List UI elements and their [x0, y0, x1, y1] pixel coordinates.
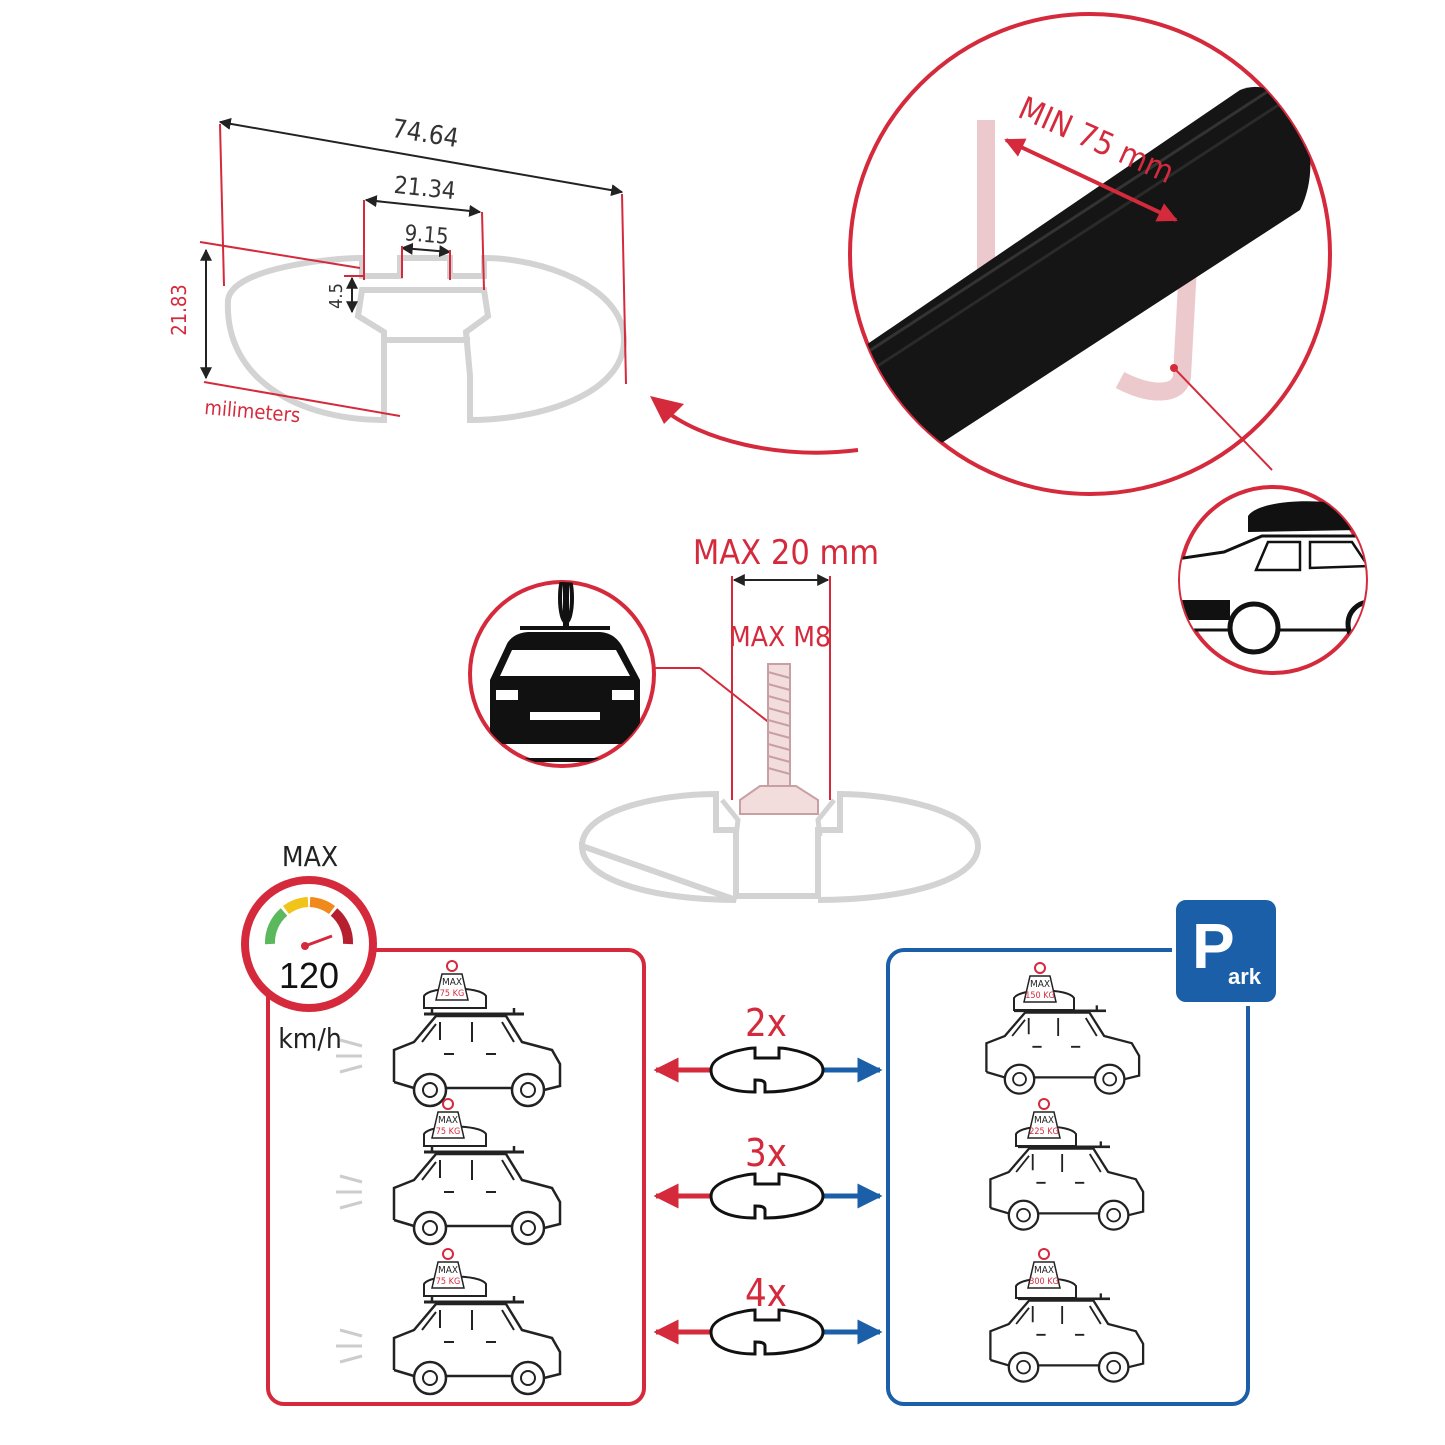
speed-value: 120: [279, 955, 339, 996]
driving-panel: MAX 120 km/h MAX 75 KG MAX 75 KG: [241, 840, 646, 1406]
bar-count-row-3: 4x: [653, 1271, 883, 1356]
bolt-profile: [578, 790, 982, 903]
dim-slot-depth: 4.5: [326, 283, 347, 309]
max-width-label: MAX 20 mm: [693, 533, 879, 573]
drive-weight-max-3: MAX: [438, 1265, 458, 1276]
roof-box: [1248, 501, 1358, 532]
profile-drawing: 74.64 21.34 9.15 4.5 21.83 milimeters: [167, 114, 628, 427]
drive-weight-max-2: MAX: [438, 1115, 458, 1126]
parked-row-2: MAX 225 KG: [989, 1098, 1145, 1231]
bar-count-row-1: 2x: [653, 1001, 883, 1094]
dim-width: 74.64: [390, 114, 461, 154]
bar-count-column: 2x 3x 4x: [653, 1001, 883, 1356]
parked-panel: P ark MAX 150 KG MAX 225 KG MAX 300 KG: [886, 896, 1280, 1406]
bar-count-2: 3x: [745, 1131, 787, 1175]
suv-callout: [1178, 485, 1368, 675]
bar-to-profile-arrow: [660, 406, 859, 455]
bar-count-row-2: 3x: [653, 1131, 883, 1220]
max-thread-label: MAX M8: [729, 620, 831, 653]
driving-row-1: MAX 75 KG: [336, 960, 562, 1108]
bolt-icon: [739, 663, 819, 815]
park-weight-kg-1: 150 KG: [1025, 991, 1055, 1001]
drive-weight-kg-2: 75 KG: [436, 1127, 460, 1137]
parking-sign-icon: [1172, 896, 1280, 1006]
parked-row-3: MAX 300 KG: [989, 1248, 1145, 1383]
driving-row-3: MAX 75 KG: [336, 1248, 562, 1396]
speed-unit: km/h: [278, 1022, 342, 1055]
park-weight-kg-3: 300 KG: [1029, 1277, 1059, 1287]
parked-row-1: MAX 150 KG: [985, 962, 1141, 1095]
dim-slot-outer: 21.34: [393, 171, 457, 205]
park-weight-kg-2: 225 KG: [1029, 1127, 1059, 1137]
car-front: [490, 632, 640, 744]
park-weight-max-1: MAX: [1030, 979, 1050, 990]
parking-sign-rest: ark: [1228, 964, 1262, 989]
arrow-head: [650, 396, 684, 424]
dim-height: 21.83: [167, 284, 191, 336]
black-aero-bar: [850, 87, 1311, 476]
parking-sign-letter: P: [1192, 910, 1235, 982]
drive-weight-kg-3: 75 KG: [436, 1277, 460, 1287]
bolt-section: MAX 20 mm MAX M8: [578, 533, 982, 903]
bike: [546, 582, 586, 628]
park-weight-max-3: MAX: [1034, 1265, 1054, 1276]
speedometer-needle-icon: [304, 934, 333, 948]
profile-outline: [224, 254, 628, 424]
dim-slot-inner: 9.15: [404, 221, 450, 250]
bar-count-3: 4x: [745, 1271, 787, 1315]
speed-max-label: MAX: [282, 840, 338, 873]
bar-callout: MIN 75 mm: [848, 12, 1332, 496]
drive-weight-max-1: MAX: [442, 977, 462, 988]
bar-count-1: 2x: [745, 1001, 787, 1045]
bike-car-callout: [468, 580, 780, 768]
park-weight-max-2: MAX: [1034, 1115, 1054, 1126]
driving-row-2: MAX 75 KG: [336, 1098, 562, 1246]
drive-weight-kg-1: 75 KG: [440, 989, 464, 999]
